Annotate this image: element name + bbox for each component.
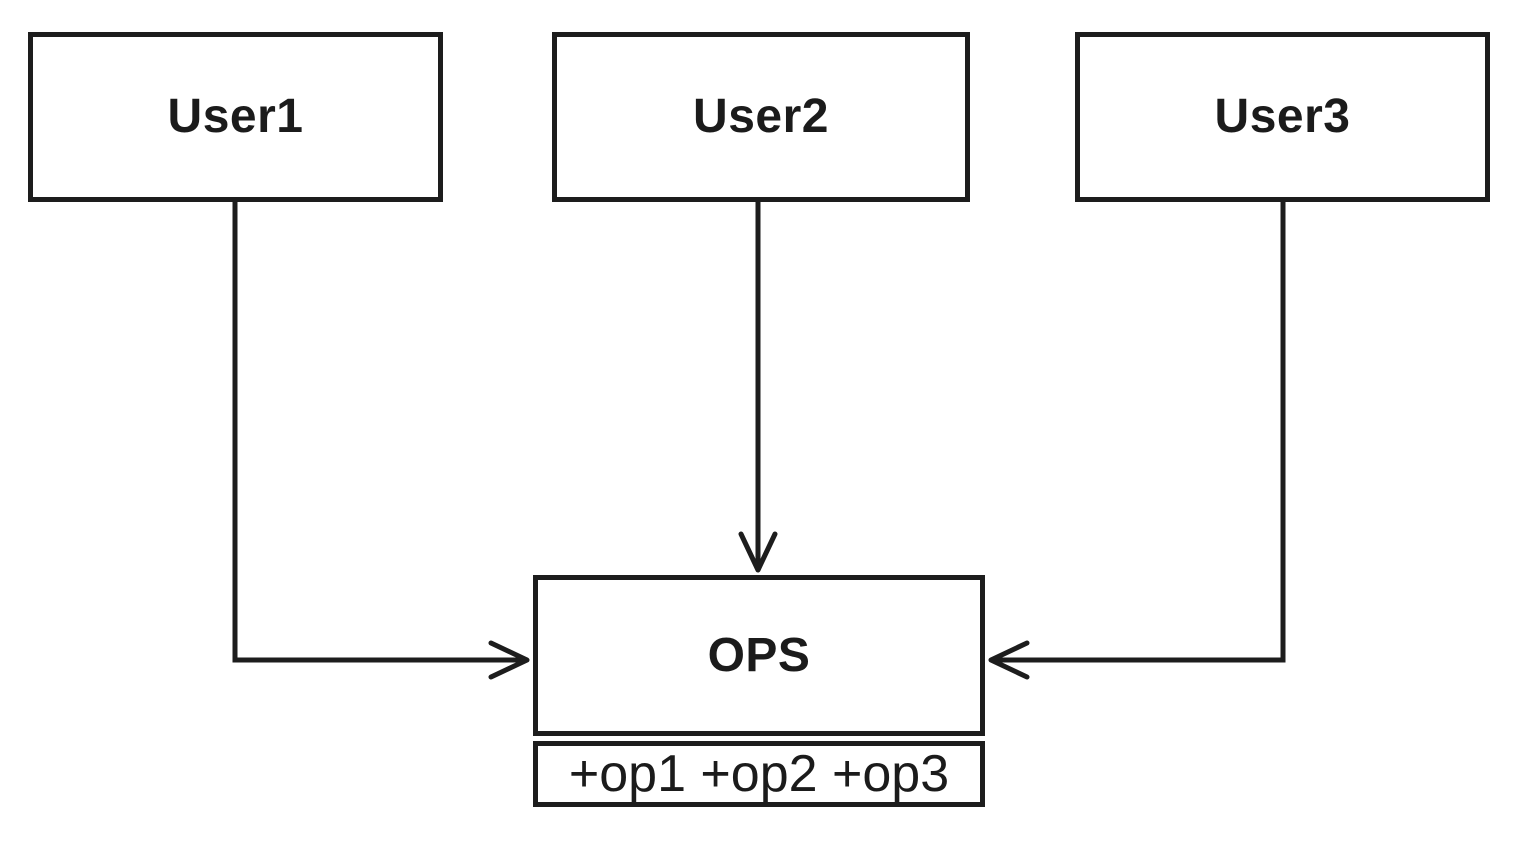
node-ops-label: OPS <box>707 628 811 682</box>
node-user1: User1 <box>28 32 443 202</box>
edge-user1-to-ops <box>232 200 530 680</box>
ops-operations-compartment: +op1 +op2 +op3 <box>533 741 985 807</box>
node-ops: OPS +op1 +op2 +op3 <box>533 575 985 807</box>
ops-operations-text: +op1 +op2 +op3 <box>568 745 950 803</box>
node-user2: User2 <box>552 32 970 202</box>
ops-name-compartment: OPS <box>533 575 985 736</box>
node-user3: User3 <box>1075 32 1490 202</box>
node-user3-label: User3 <box>1214 90 1351 143</box>
node-user1-label: User1 <box>167 90 304 143</box>
node-user2-label: User2 <box>693 90 829 143</box>
edge-user3-to-ops <box>988 202 1286 680</box>
